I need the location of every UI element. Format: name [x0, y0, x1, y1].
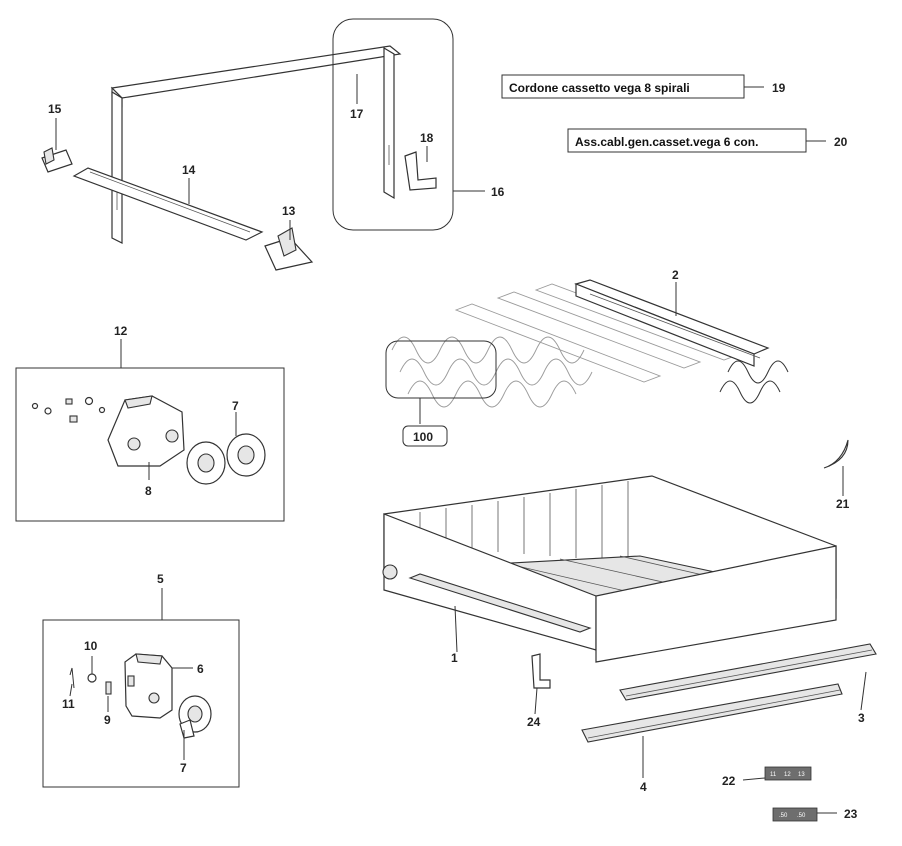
part-18-hook — [404, 151, 437, 191]
callout-2: 2 — [672, 268, 679, 282]
callout-100-box: 100 — [402, 425, 448, 447]
part-8-motor-housing — [107, 395, 185, 467]
svg-text:13: 13 — [798, 772, 805, 778]
callout-19: 19 — [772, 81, 786, 95]
callout-22: 22 — [722, 774, 736, 788]
part-15-clip — [41, 147, 73, 173]
detail-box-12 — [15, 367, 285, 522]
callout-11: 11 — [62, 697, 75, 711]
part-3-rail — [619, 643, 877, 701]
part-23-label-chip: .50 .50 — [772, 807, 818, 822]
detail-frame-16 — [332, 18, 454, 231]
callout-16: 16 — [491, 185, 505, 199]
callout-8: 8 — [145, 484, 152, 498]
callout-4: 4 — [640, 780, 647, 794]
callout-7b: 7 — [180, 761, 187, 775]
callout-5: 5 — [157, 572, 164, 586]
callout-100: 100 — [413, 430, 433, 444]
part-7-spiral-hub — [186, 433, 266, 485]
svg-text:.50: .50 — [779, 813, 788, 819]
callout-3: 3 — [858, 711, 865, 725]
callout-7a: 7 — [232, 399, 239, 413]
svg-text:12: 12 — [784, 772, 791, 778]
part-14-rail-plate — [72, 167, 264, 241]
callout-21: 21 — [836, 497, 850, 511]
top-frame-assembly — [41, 18, 454, 271]
part-6-motor — [124, 653, 173, 719]
part-21-bracket — [823, 439, 849, 469]
part-1-drawer — [382, 475, 837, 663]
callout-14: 14 — [182, 163, 196, 177]
svg-text:11: 11 — [770, 772, 777, 778]
callout-20: 20 — [834, 135, 848, 149]
svg-text:Cordone cassetto vega 8 spiral: Cordone cassetto vega 8 spirali — [509, 81, 690, 95]
callout-12: 12 — [114, 324, 128, 338]
detail-box-5 — [42, 619, 240, 788]
callout-15: 15 — [48, 102, 62, 116]
callout-1: 1 — [451, 651, 458, 665]
svg-text:Ass.cabl.gen.casset.vega 6 con: Ass.cabl.gen.casset.vega 6 con. — [575, 135, 758, 149]
callout-23: 23 — [844, 807, 858, 821]
callout-6: 6 — [197, 662, 204, 676]
callout-9: 9 — [104, 713, 111, 727]
part-4-rail — [581, 683, 843, 743]
cable-label-20: Ass.cabl.gen.casset.vega 6 con. — [567, 128, 826, 153]
part-13-bracket — [264, 227, 314, 271]
callout-17: 17 — [350, 107, 364, 121]
leader-lines — [55, 74, 867, 814]
spiral-assembly — [385, 279, 789, 424]
part-2-divider — [574, 279, 770, 367]
callout-10: 10 — [84, 639, 98, 653]
svg-text:.50: .50 — [797, 813, 806, 819]
part-22-label-chip: 11 12 13 — [764, 766, 812, 781]
callout-13: 13 — [282, 204, 296, 218]
cable-label-19: Cordone cassetto vega 8 spirali — [501, 74, 764, 99]
callout-18: 18 — [420, 131, 434, 145]
detail-frame-100 — [385, 340, 497, 399]
callout-24: 24 — [527, 715, 541, 729]
part-24-clip — [531, 653, 551, 689]
